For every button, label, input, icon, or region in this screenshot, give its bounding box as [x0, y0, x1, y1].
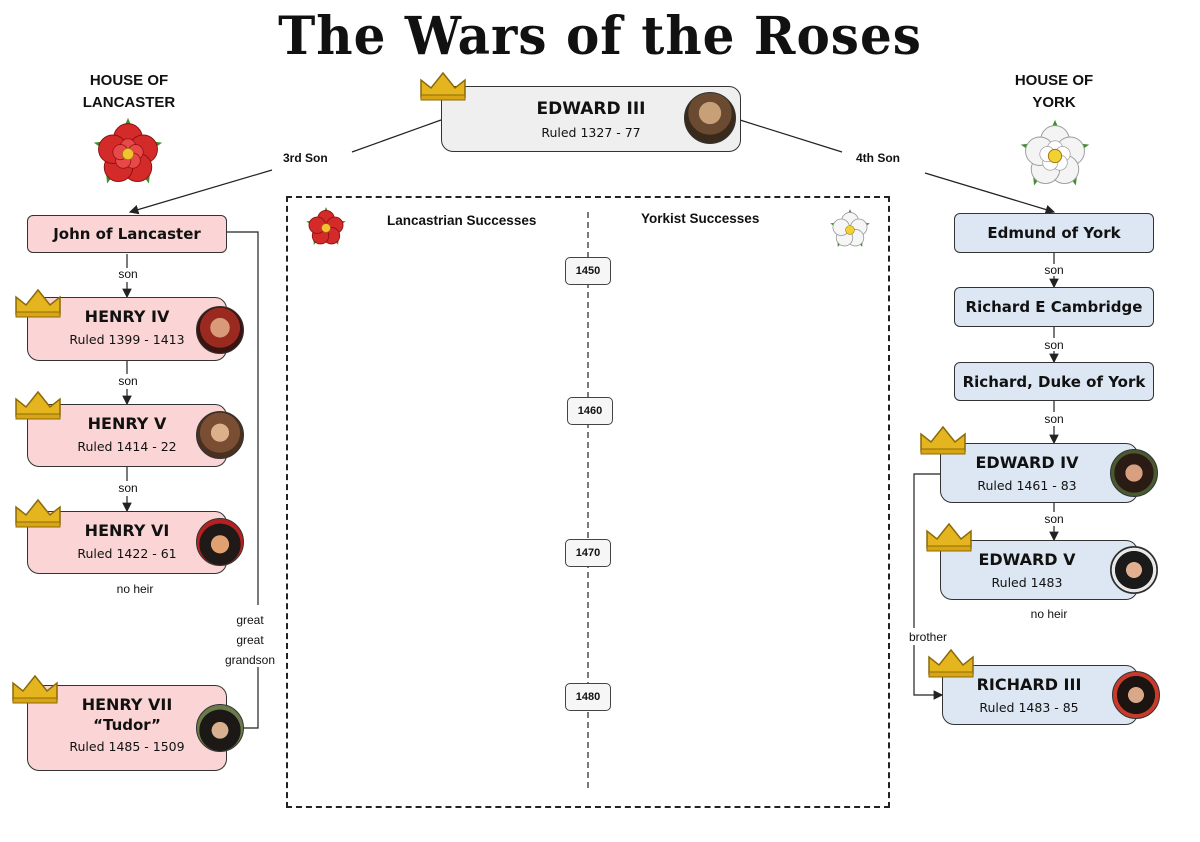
edward-iv-portrait [1110, 449, 1158, 497]
edward-iv-reign: Ruled 1461 - 83 [977, 478, 1077, 493]
no-heir-label: no heir [116, 582, 154, 596]
year-marker: 1470 [565, 539, 611, 567]
edward-iii-portrait [684, 92, 736, 144]
henry-v-reign: Ruled 1414 - 22 [77, 439, 177, 454]
relation-son-label: son [118, 267, 138, 281]
white-rose-icon [1020, 119, 1090, 186]
henry-vi-reign: Ruled 1422 - 61 [77, 546, 177, 561]
edward-v-portrait [1110, 546, 1158, 594]
henry-v-box: HENRY V Ruled 1414 - 22 [27, 404, 227, 467]
edward-iv-box: EDWARD IV Ruled 1461 - 83 [940, 443, 1138, 503]
henry-vii-name: HENRY VII [81, 695, 173, 714]
brother-label: brother [900, 630, 956, 644]
relation-son-label: son [118, 481, 138, 495]
timeline-panel [286, 196, 890, 808]
relation-son-label: son [1044, 512, 1064, 526]
lancastrian-successes-heading: Lancastrian Successes [387, 213, 537, 228]
henry-vi-name: HENRY VI [84, 521, 170, 540]
edward-iv-name: EDWARD IV [975, 453, 1079, 472]
edward-iii-reign: Ruled 1327 - 77 [541, 125, 641, 140]
henry-iv-reign: Ruled 1399 - 1413 [69, 332, 185, 347]
white-rose-small-icon [830, 209, 870, 248]
crown-icon [15, 288, 61, 318]
relation-son-label: son [1044, 338, 1064, 352]
yorkist-successes-heading: Yorkist Successes [641, 211, 760, 226]
henry-v-portrait [196, 411, 244, 459]
no-heir-label: no heir [1030, 607, 1068, 621]
year-marker: 1450 [565, 257, 611, 285]
richard-iii-box: RICHARD III Ruled 1483 - 85 [942, 665, 1138, 725]
henry-v-name: HENRY V [87, 414, 167, 433]
edward-iii-name: EDWARD III [536, 99, 646, 119]
crown-icon [15, 498, 61, 528]
crown-icon [12, 674, 58, 704]
year-marker: 1460 [567, 397, 613, 425]
great-great-grandson-label: great great grandson [224, 613, 276, 667]
crown-icon [926, 522, 972, 552]
crown-icon [928, 648, 974, 678]
john-of-lancaster-box: John of Lancaster [27, 215, 227, 253]
third-son-label: 3rd Son [283, 151, 328, 165]
henry-vii-portrait [196, 704, 244, 752]
house-of-lancaster-label: HOUSE OF LANCASTER [82, 72, 176, 111]
crown-icon [15, 390, 61, 420]
fourth-son-label: 4th Son [856, 151, 900, 165]
henry-iv-portrait [196, 306, 244, 354]
richard-duke-of-york-box: Richard, Duke of York [954, 362, 1154, 401]
richard-earl-cambridge-box: Richard E Cambridge [954, 287, 1154, 327]
house-of-york-label: HOUSE OF YORK [1014, 72, 1094, 111]
red-rose-small-icon [306, 207, 346, 246]
crown-icon [920, 425, 966, 455]
richard-iii-portrait [1112, 671, 1160, 719]
henry-vi-portrait [196, 518, 244, 566]
relation-son-label: son [1044, 412, 1064, 426]
edward-v-name: EDWARD V [978, 550, 1076, 569]
diagram-title: The Wars of the Roses [278, 4, 922, 67]
edward-iii-box: EDWARD III Ruled 1327 - 77 [441, 86, 741, 152]
henry-vii-epithet: “Tudor” [93, 716, 161, 734]
red-rose-icon [93, 117, 163, 184]
year-marker: 1480 [565, 683, 611, 711]
henry-iv-name: HENRY IV [84, 307, 170, 326]
relation-son-label: son [118, 374, 138, 388]
crown-icon [420, 71, 466, 101]
edmund-of-york-box: Edmund of York [954, 213, 1154, 253]
henry-vii-reign: Ruled 1485 - 1509 [69, 739, 185, 754]
richard-iii-name: RICHARD III [976, 675, 1082, 694]
relation-son-label: son [1044, 263, 1064, 277]
edward-v-box: EDWARD V Ruled 1483 [940, 540, 1138, 600]
edward-v-reign: Ruled 1483 [991, 575, 1063, 590]
richard-iii-reign: Ruled 1483 - 85 [979, 700, 1079, 715]
